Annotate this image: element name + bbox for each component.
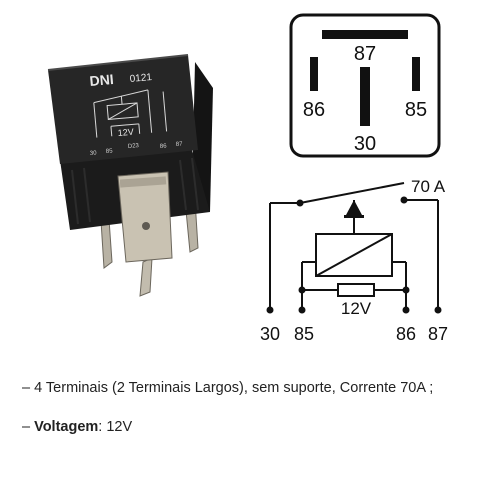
terminal-87-wide [117, 171, 173, 263]
schematic-terminal-30: 30 [260, 324, 280, 344]
relay-diode-label: D23 [128, 143, 140, 150]
pinout-diagram: 87 86 85 30 [289, 13, 441, 158]
relay-ribs [71, 157, 199, 225]
resistor [337, 283, 375, 297]
voltage-value: : 12V [98, 419, 133, 435]
pin-bar-87 [322, 30, 408, 39]
relay-photo: DNI 0121 12V D23 30 85 86 87 [47, 54, 213, 297]
pinout-label-87: 87 [354, 43, 376, 65]
description-voltage: – Voltagem: 12V [22, 419, 132, 435]
relay-part-number: 0121 [129, 72, 153, 85]
schematic-resistor-label: 12V [341, 299, 372, 318]
relay-body-top [48, 55, 198, 164]
relay-brand: DNI [89, 71, 114, 89]
relay-coil-voltage: 12V [117, 127, 134, 138]
pin-bar-86 [310, 57, 318, 91]
terminal-85 [139, 257, 153, 297]
relay-printed-schematic [93, 89, 168, 138]
schematic-current-label: 70 A [411, 177, 446, 196]
switch-arm [299, 182, 405, 204]
actuator-arrow [346, 200, 362, 215]
relay-pin-85: 85 [106, 148, 114, 155]
schematic-terminal-87: 87 [428, 324, 448, 344]
voltage-prefix: – [22, 419, 35, 435]
pin-bar-30 [360, 67, 370, 126]
schematic-terminal-86: 86 [396, 324, 416, 344]
pin-bar-85 [412, 57, 420, 91]
schematic-terminal-85: 85 [294, 324, 314, 344]
terminal-hole [142, 222, 150, 230]
pinout-label-86: 86 [303, 99, 325, 121]
relay-schematic: 70 A 12V 30 85 86 87 [260, 177, 448, 344]
description-terminals: – 4 Terminais (2 Terminais Largos), sem … [22, 380, 434, 396]
relay-pin-86: 86 [160, 143, 168, 150]
relay-pin-30: 30 [90, 150, 98, 157]
pinout-label-30: 30 [354, 133, 376, 155]
pinout-label-85: 85 [405, 99, 427, 121]
voltage-label: Voltagem [34, 419, 99, 435]
relay-pin-87: 87 [176, 141, 184, 148]
